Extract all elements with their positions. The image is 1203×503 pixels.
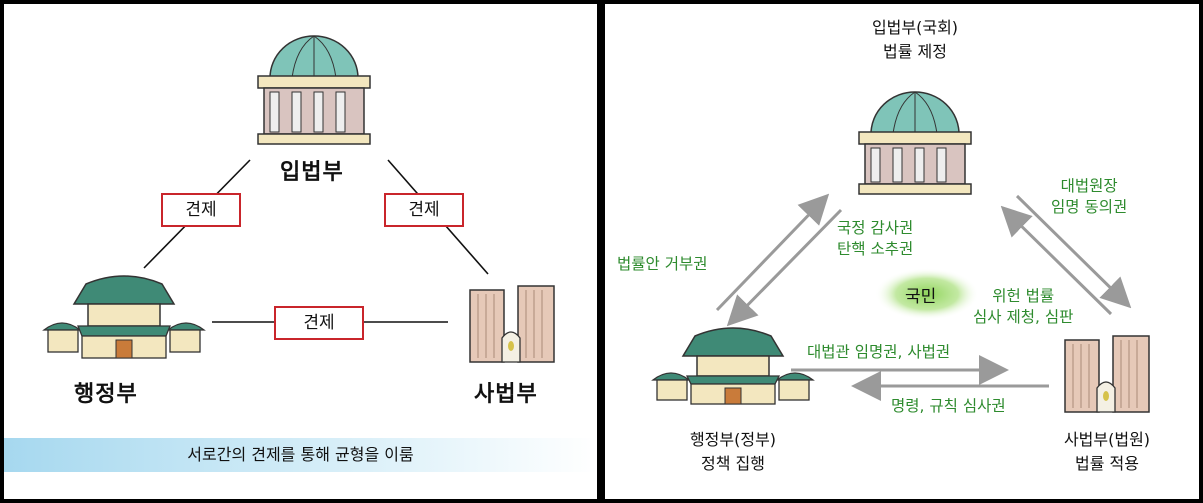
judiciary-label: 사법부 (474, 382, 538, 407)
audit-power-line1: 국정 감사권 (837, 219, 914, 237)
executive-label: 행정부 (74, 382, 138, 407)
appoint-power-label: 대법관 임명권, 사법권 (807, 343, 951, 361)
legislature-label: 입법부 (280, 160, 344, 185)
judiciary-title: 사법부(법원) (1063, 430, 1151, 449)
legislature-role: 법률 제정 (883, 42, 947, 61)
order-review-power-label: 명령, 규칙 심사권 (891, 397, 1006, 415)
executive-role: 정책 집행 (701, 454, 765, 473)
check-box-bottom: 견제 (274, 306, 364, 340)
court-building-icon (469, 285, 555, 363)
legislature-title: 입법부(국회) (871, 18, 959, 37)
arrow-leg-to-exec (726, 208, 843, 327)
consent-power-label: 대법원장 임명 동의권 (1051, 176, 1127, 218)
left-panel: 입법부 행정부 사법부 견제 견제 견제 서로간의 견제를 통해 균형을 이룸 (4, 4, 597, 499)
review-power-label: 위헌 법률 심사 제청, 심판 (973, 286, 1073, 328)
judiciary-role: 법률 적용 (1075, 454, 1139, 473)
check-box-right: 견제 (384, 193, 464, 227)
arrow-exec-to-leg (715, 193, 830, 312)
assembly-building-icon (858, 91, 972, 195)
arrow-leg-to-jud (1015, 194, 1132, 309)
judiciary-title-block: 사법부(법원) 법률 적용 (1037, 428, 1177, 476)
left-diagram-art (42, 35, 555, 363)
right-diagram-art (651, 91, 1150, 413)
consent-power-line2: 임명 동의권 (1051, 198, 1128, 216)
arrow-jud-to-leg (1000, 205, 1113, 316)
citizens-glow (875, 268, 979, 320)
veto-power-label: 법률안 거부권 (617, 255, 708, 273)
palace-building-icon (651, 327, 815, 405)
audit-power-line2: 탄핵 소추권 (837, 240, 914, 258)
palace-building-icon (42, 275, 206, 359)
assembly-building-icon (257, 35, 371, 145)
check-box-left: 견제 (161, 193, 241, 227)
citizens-label: 국민 (905, 287, 937, 307)
consent-power-line1: 대법원장 (1060, 177, 1118, 195)
audit-power-label: 국정 감사권 탄핵 소추권 (837, 218, 913, 260)
review-power-line2: 심사 제청, 심판 (973, 308, 1074, 326)
court-building-icon (1064, 335, 1150, 413)
caption-banner: 서로간의 견제를 통해 균형을 이룸 (4, 438, 597, 472)
review-power-line1: 위헌 법률 (992, 287, 1055, 305)
executive-title-block: 행정부(정부) 정책 집행 (663, 428, 803, 476)
legislature-title-block: 입법부(국회) 법률 제정 (855, 16, 975, 64)
right-panel: 입법부(국회) 법률 제정 행정부(정부) 정책 집행 사법부(법원) 법률 적… (605, 4, 1199, 499)
executive-title: 행정부(정부) (689, 430, 777, 449)
